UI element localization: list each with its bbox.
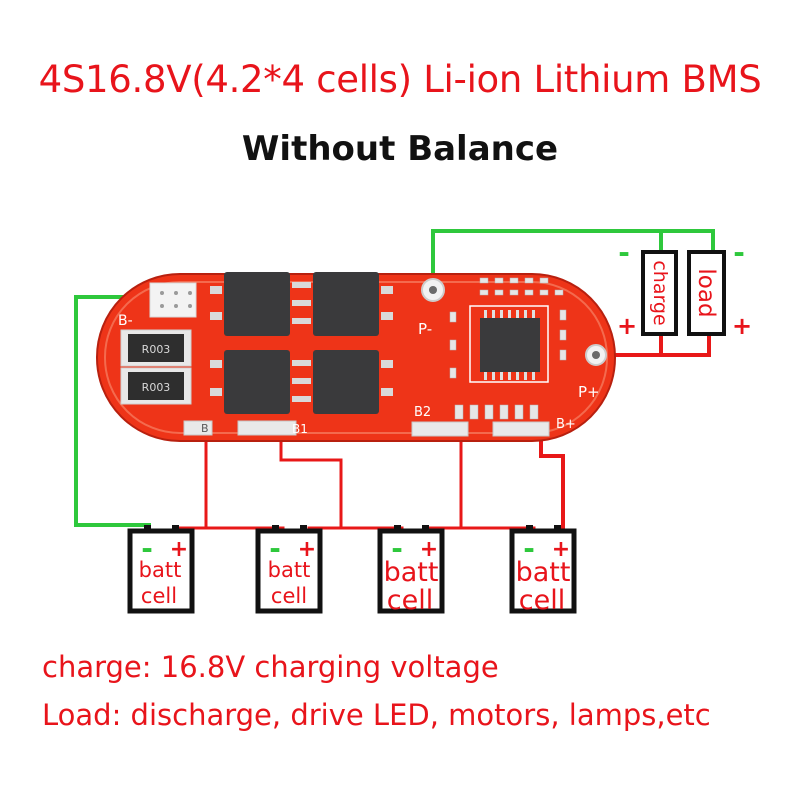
cell-3-plus: + [420,537,438,562]
b1-pad [237,420,297,436]
load-label: load [693,268,719,317]
shunt-resistors: R003 R003 [120,329,192,405]
cell-4-line2: cell [519,585,565,616]
cell-1-minus: - [141,532,153,565]
b-plus-wire [539,432,565,535]
charge-plus-sign: + [617,312,637,340]
resistor-code-2: R003 [142,381,171,394]
battery-cell-2: - + batt cell [255,525,323,614]
charge-label: charge [649,260,671,325]
cell-2-plus: + [298,537,316,562]
battery-cell-1: - + batt cell [127,525,195,614]
cell-2-minus: - [269,532,281,565]
b-minus-label: B- [118,313,133,329]
b-plus-pad [492,421,550,437]
p-minus-wire [431,229,715,285]
bms-board: B- R003 R003 [96,272,616,442]
p-minus-label: P- [418,320,432,338]
cell-3-line1: batt [384,557,439,588]
cell-3-minus: - [391,532,403,565]
resistor-code-1: R003 [142,343,171,356]
main-title: 4S16.8V(4.2*4 cells) Li-ion Lithium BMS [38,58,762,101]
b1-tap-wire [279,430,343,528]
b-minus-pad [149,282,197,318]
charge-note: charge: 16.8V charging voltage [42,650,499,684]
charge-module: charge - + [617,236,678,340]
cell-4-minus: - [523,532,535,565]
smd-components [449,277,567,420]
load-note: Load: discharge, drive LED, motors, lamp… [42,698,711,732]
p-plus-branch-wire [661,332,711,357]
cell-3-line2: cell [387,585,433,616]
b-gnd-pad [183,420,213,436]
b-gnd-label: B [201,422,209,435]
b-plus-label: B+ [556,417,576,432]
b-minus-pad-holes [160,291,192,308]
battery-cell-3: - + batt cell [377,525,445,616]
cell-1-line2: cell [141,584,177,608]
load-module: load - + [687,236,752,340]
mosfets [210,272,393,414]
cell-1-line1: batt [139,558,182,582]
b2-pad [411,421,469,437]
subtitle: Without Balance [241,129,559,169]
p-plus-label: P+ [578,383,600,401]
load-minus-sign: - [733,236,745,269]
cell-4-line1: batt [516,557,571,588]
b1-label: B1 [292,422,308,436]
control-ic [469,305,549,383]
load-plus-sign: + [732,312,752,340]
charge-minus-sign: - [618,236,630,269]
cell-2-line1: batt [268,558,311,582]
b2-label: B2 [414,405,431,420]
cell-1-plus: + [170,537,188,562]
battery-cell-4: - + batt cell [509,525,577,616]
cell-2-line2: cell [271,584,307,608]
cell-4-plus: + [552,537,570,562]
